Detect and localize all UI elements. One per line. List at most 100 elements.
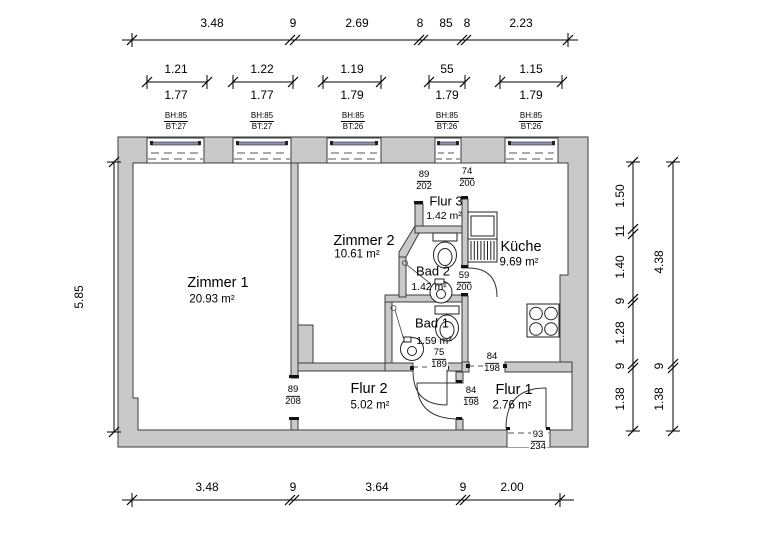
window-1-height: 1.77: [164, 88, 188, 102]
room-area-bad1: 1.59 m²: [416, 334, 452, 347]
windows-group: [146, 137, 559, 164]
room-area-flur2: 5.02 m²: [350, 399, 390, 412]
window-4-width: 55: [440, 62, 454, 76]
right-inner-dim-0: 1.50: [613, 184, 627, 208]
right-inner-dim-2: 1.40: [613, 255, 627, 279]
door-dim-width: 84: [484, 350, 500, 364]
room-area-zimmer2: 10.61 m²: [334, 248, 380, 261]
door-dim-width: 75: [431, 346, 447, 360]
window-4-spec: BH:85 BT:26: [434, 111, 460, 132]
door-dim-height: 208: [284, 395, 302, 408]
toilet-bad1: [434, 305, 460, 342]
room-label-kueche: Küche: [500, 238, 542, 255]
door-dim-width: 59: [456, 269, 472, 283]
room-area-bad2: 1.42 m²: [411, 280, 447, 293]
top-dim-4: 85: [439, 16, 453, 30]
bottom-dim-1: 9: [289, 480, 297, 494]
door-dim-kueche-flur1: 84 198: [483, 350, 501, 375]
door-dim-bad1-flur2: 75 189: [430, 346, 448, 371]
right-outer-dim-0: 4.38: [652, 250, 666, 274]
door-dim-entrance: 93 234: [529, 428, 547, 453]
room-label-flur1: Flur 1: [495, 381, 533, 398]
door-dim-width: 89: [285, 383, 301, 397]
drain-marks: [390, 260, 432, 341]
top-dim-5: 8: [463, 16, 471, 30]
door-dim-width: 74: [459, 165, 475, 179]
window-5-bt: BT:26: [520, 122, 542, 131]
window-4-height: 1.79: [435, 88, 459, 102]
top-dim-2: 2.69: [345, 16, 369, 30]
top-dim-0: 3.48: [200, 16, 224, 30]
stove-icon: [526, 303, 560, 338]
bottom-dim-2: 3.64: [365, 480, 389, 494]
window-3-height: 1.79: [340, 88, 364, 102]
room-area-flur1: 2.76 m²: [492, 399, 532, 412]
right-inner-dim-1: 11: [613, 224, 627, 238]
window-2-spec: BH:85 BT:27: [249, 111, 275, 132]
right-inner-dim-5: 9: [613, 362, 627, 370]
room-label-flur3: Flur 3: [429, 193, 463, 209]
door-dim-flur3-kueche: 74 200: [459, 165, 475, 189]
window-3-width: 1.19: [340, 62, 364, 76]
room-area-zimmer1: 20.93 m²: [189, 293, 235, 306]
window-1-bh: BH:85: [163, 111, 189, 122]
door-dim-height: 200: [455, 281, 473, 294]
window-3-bh: BH:85: [340, 111, 366, 122]
sink-bad1: [400, 336, 424, 361]
right-inner-dim-3: 9: [613, 297, 627, 305]
door-dim-height: 189: [430, 358, 448, 371]
door-dim-height: 198: [462, 396, 480, 409]
top-dim-3: 8: [416, 16, 424, 30]
door-dim-height: 198: [483, 362, 501, 375]
window-5-bh: BH:85: [518, 111, 544, 122]
door-dim-bad2-kueche: 59 200: [455, 269, 473, 294]
fixtures-group: [390, 211, 560, 361]
door-dim-width: 93: [530, 428, 546, 442]
door-dim-flur3-zimmer2: 89 202: [416, 168, 432, 192]
window-5-width: 1.15: [519, 62, 543, 76]
right-inner-dim-6: 1.38: [613, 387, 627, 411]
window-2-height: 1.77: [250, 88, 274, 102]
window-5: [504, 137, 559, 164]
window-3-spec: BH:85 BT:26: [340, 111, 366, 132]
window-3-bt: BT:26: [342, 122, 364, 131]
room-area-flur3: 1.42 m²: [426, 209, 462, 222]
room-label-zimmer1: Zimmer 1: [187, 274, 249, 291]
window-5-spec: BH:85 BT:26: [518, 111, 544, 132]
door-dim-flur2-flur1: 84 198: [462, 384, 480, 409]
walls-group: [117, 136, 589, 448]
window-2-bh: BH:85: [249, 111, 275, 122]
room-label-bad1: Bad 1: [415, 315, 449, 331]
door-dim-width: 89: [416, 168, 432, 182]
window-4-bt: BT:26: [436, 122, 458, 131]
door-dim-height: 200: [459, 177, 475, 189]
window-2-width: 1.22: [250, 62, 274, 76]
window-1-width: 1.21: [164, 62, 188, 76]
right-inner-dim-4: 1.28: [613, 321, 627, 345]
room-label-zimmer2: Zimmer 2: [333, 232, 395, 249]
top-dim-1: 9: [289, 16, 297, 30]
window-3: [326, 137, 382, 164]
door-dim-width: 84: [463, 384, 479, 398]
window-2-bt: BT:27: [251, 122, 273, 131]
room-label-bad2: Bad 2: [416, 263, 450, 279]
toilet-bad2: [432, 232, 458, 269]
door-dim-zimmer1-flur2: 89 208: [284, 383, 302, 408]
room-area-kueche: 9.69 m²: [499, 256, 539, 269]
right-outer-dim-2: 1.38: [652, 387, 666, 411]
sink-bad2: [429, 278, 453, 304]
window-1-spec: BH:85 BT:27: [163, 111, 189, 132]
bottom-dim-3: 9: [459, 480, 467, 494]
window-4-bh: BH:85: [434, 111, 460, 122]
radiator-icon: [467, 211, 498, 263]
top-dim-6: 2.23: [509, 16, 533, 30]
window-4: [434, 137, 462, 164]
bottom-dim-0: 3.48: [195, 480, 219, 494]
window-2: [232, 137, 292, 164]
door-dim-height: 202: [416, 180, 432, 192]
window-5-height: 1.79: [519, 88, 543, 102]
door-dim-height: 234: [529, 440, 547, 453]
window-1-bt: BT:27: [165, 122, 187, 131]
